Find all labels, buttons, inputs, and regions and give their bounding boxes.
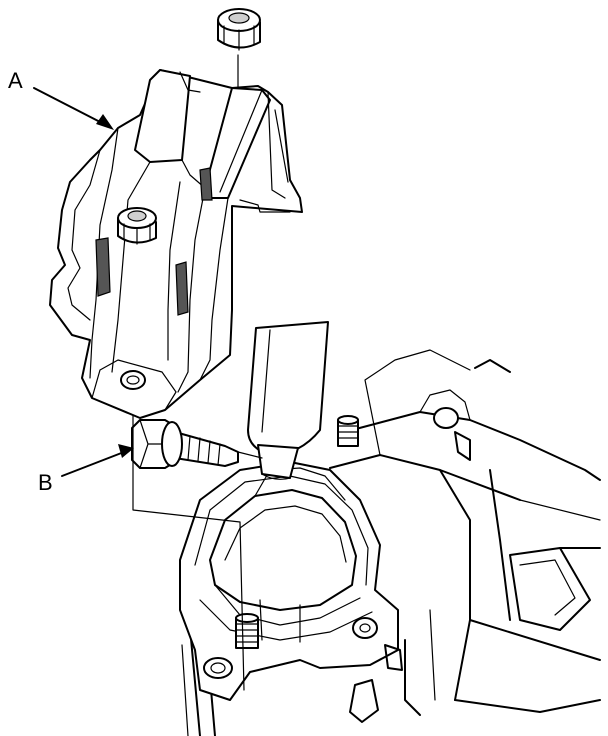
callout-a: A [8,68,114,130]
nut-center [117,207,157,245]
stud-bolt-rear [337,415,359,447]
mount-bracket [49,69,303,419]
transmission-housing [329,349,601,716]
callout-b: B [38,444,134,495]
callout-label-a: A [8,68,23,93]
stud-bolt-lower [235,613,259,649]
callout-arrowhead-b [118,444,134,458]
callout-label-b: B [38,470,53,495]
support-jack [247,321,329,480]
nut-top [217,8,261,51]
mount-bolt [131,419,239,469]
mount-base [179,461,403,723]
callout-arrowhead-a [96,114,114,130]
